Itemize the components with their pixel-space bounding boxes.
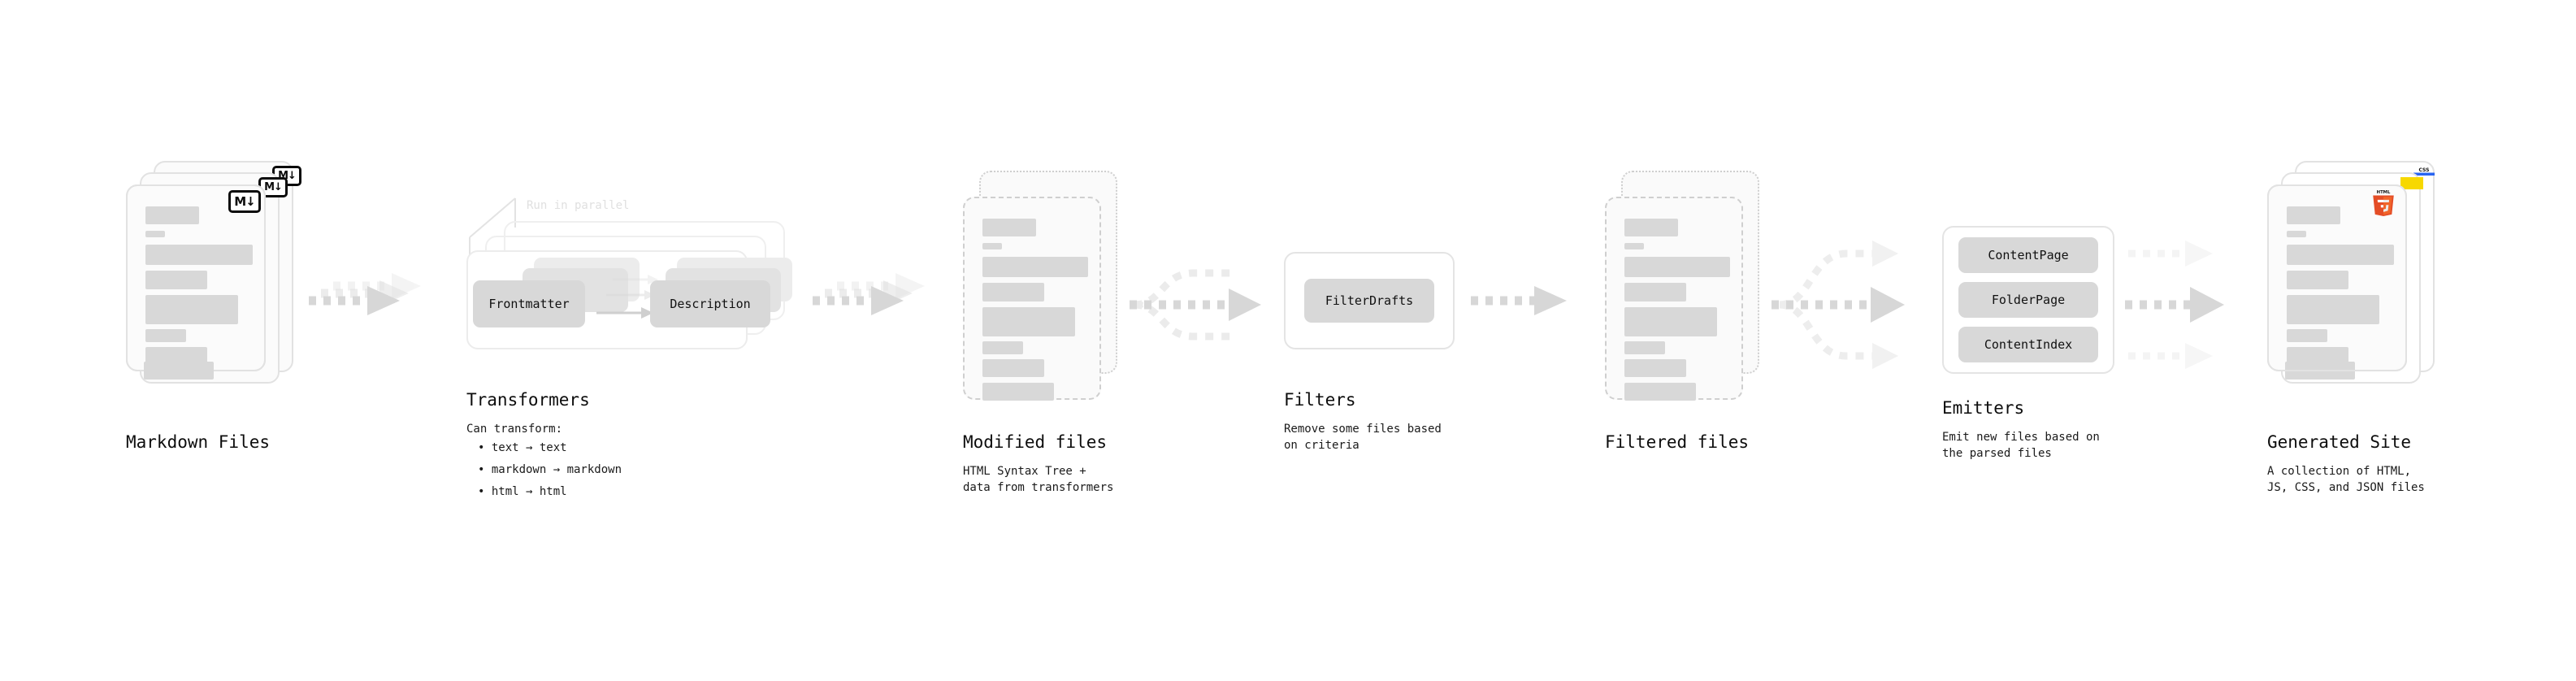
doc-bar <box>982 341 1023 354</box>
svg-text:HTML: HTML <box>2377 190 2391 195</box>
doc-bar <box>2287 245 2394 265</box>
doc-bar <box>144 362 214 380</box>
doc-bar <box>145 206 199 224</box>
doc-bar <box>2287 271 2348 289</box>
doc-bar <box>2287 347 2348 365</box>
transformer-internal-arrows <box>596 275 658 319</box>
doc-bar <box>2287 206 2340 224</box>
doc-bar <box>1624 307 1717 336</box>
doc-bar <box>145 329 186 342</box>
doc-bar <box>1624 383 1696 401</box>
arrow-modified-to-filters <box>1130 269 1261 340</box>
doc-bar <box>982 359 1044 377</box>
arrow-transformers-to-modified <box>813 273 925 315</box>
doc-bar <box>982 383 1054 401</box>
stage-title-transformers: Transformers <box>466 390 590 410</box>
arrow-markdown-to-transformers <box>309 273 421 315</box>
doc-bar <box>982 283 1044 301</box>
doc-bar <box>982 243 1002 249</box>
doc-bar <box>982 307 1075 336</box>
transformers-bullet-2: • html → html <box>478 485 567 498</box>
doc-bar <box>1624 219 1678 236</box>
doc-bar <box>2287 329 2327 342</box>
stage-title-markdown-files: Markdown Files <box>126 432 271 452</box>
transformers-bullet-1: • markdown → markdown <box>478 463 622 476</box>
arrow-filters-to-filtered <box>1471 286 1567 315</box>
doc-bar <box>145 295 238 324</box>
doc-bar <box>145 245 253 265</box>
doc-bar <box>982 219 1036 236</box>
doc-bar <box>2287 231 2306 237</box>
filters-subtitle: Remove some files based on criteria <box>1284 423 1442 453</box>
emitters-subtitle: Emit new files based on the parsed files <box>1942 431 2100 461</box>
doc-bar <box>1624 341 1665 354</box>
doc-bar <box>1624 243 1644 249</box>
emitter-chip-folderpage[interactable]: FolderPage <box>1958 282 2098 318</box>
site-card-front-outline <box>2267 184 2407 371</box>
run-in-parallel-label: Run in parallel <box>527 199 630 212</box>
svg-text:CSS: CSS <box>2419 167 2430 173</box>
css-icon: CSS <box>2413 167 2435 176</box>
generated-site-subtitle: A collection of HTML, JS, CSS, and JSON … <box>2267 465 2425 495</box>
arrow-filtered-to-emitters <box>1772 241 1905 369</box>
emitter-chip-contentindex[interactable]: ContentIndex <box>1958 327 2098 362</box>
stage-title-generated-site: Generated Site <box>2267 432 2412 452</box>
doc-bar <box>1624 359 1686 377</box>
doc-bar <box>2287 295 2379 324</box>
modified-card-front <box>963 197 1101 401</box>
doc-bar <box>982 257 1088 277</box>
doc-bar <box>1624 257 1730 277</box>
stage-title-modified-files: Modified files <box>963 432 1108 452</box>
stage-title-emitters: Emitters <box>1942 398 2025 418</box>
modified-files-subtitle: HTML Syntax Tree + data from transformer… <box>963 465 1114 495</box>
transformer-chip-frontmatter[interactable]: Frontmatter <box>473 280 585 327</box>
filtered-card-front <box>1605 197 1743 401</box>
doc-bar <box>1624 283 1686 301</box>
html5-icon: HTML <box>2373 190 2394 216</box>
markdown-card-front-outline <box>126 184 266 371</box>
emitter-chip-contentpage[interactable]: ContentPage <box>1958 237 2098 273</box>
arrow-emitters-to-site <box>2125 241 2224 369</box>
transformers-bullet-0: • text → text <box>478 441 567 454</box>
stage-title-filtered-files: Filtered files <box>1605 432 1750 452</box>
filter-chip-filterdrafts[interactable]: FilterDrafts <box>1304 279 1434 323</box>
transformers-subtitle: Can transform: <box>466 423 563 436</box>
js-icon <box>2400 177 2423 189</box>
doc-bar <box>145 271 207 289</box>
stage-title-filters: Filters <box>1284 390 1356 410</box>
doc-bar <box>145 347 207 365</box>
transformer-chip-description[interactable]: Description <box>650 280 770 327</box>
doc-bar <box>145 231 165 237</box>
